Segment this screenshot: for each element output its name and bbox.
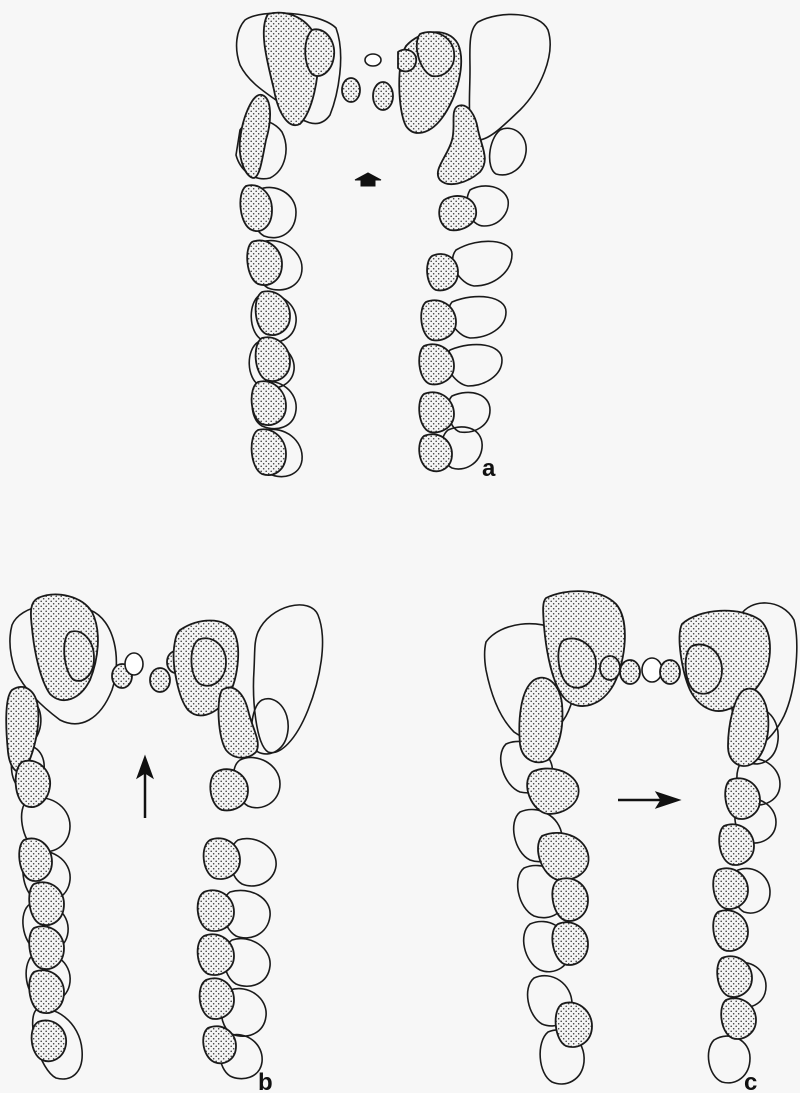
panel-a-right-bones <box>398 32 485 471</box>
panel-b-right-bones <box>174 621 258 1064</box>
panel-c: c <box>485 591 797 1093</box>
panel-label-c: c <box>744 1069 757 1093</box>
panel-a: a <box>236 13 550 482</box>
panel-c-midline <box>600 656 680 684</box>
panel-c-right-bones <box>680 611 770 1039</box>
direction-arrow-b <box>137 756 153 818</box>
panel-a-midline <box>342 54 393 110</box>
panel-label-b: b <box>258 1069 273 1093</box>
panel-b: b <box>6 594 322 1093</box>
direction-arrow-c <box>618 792 680 808</box>
panel-b-left-bones <box>6 594 98 1061</box>
direction-arrow-a <box>355 173 381 186</box>
panel-label-a: a <box>482 455 496 482</box>
